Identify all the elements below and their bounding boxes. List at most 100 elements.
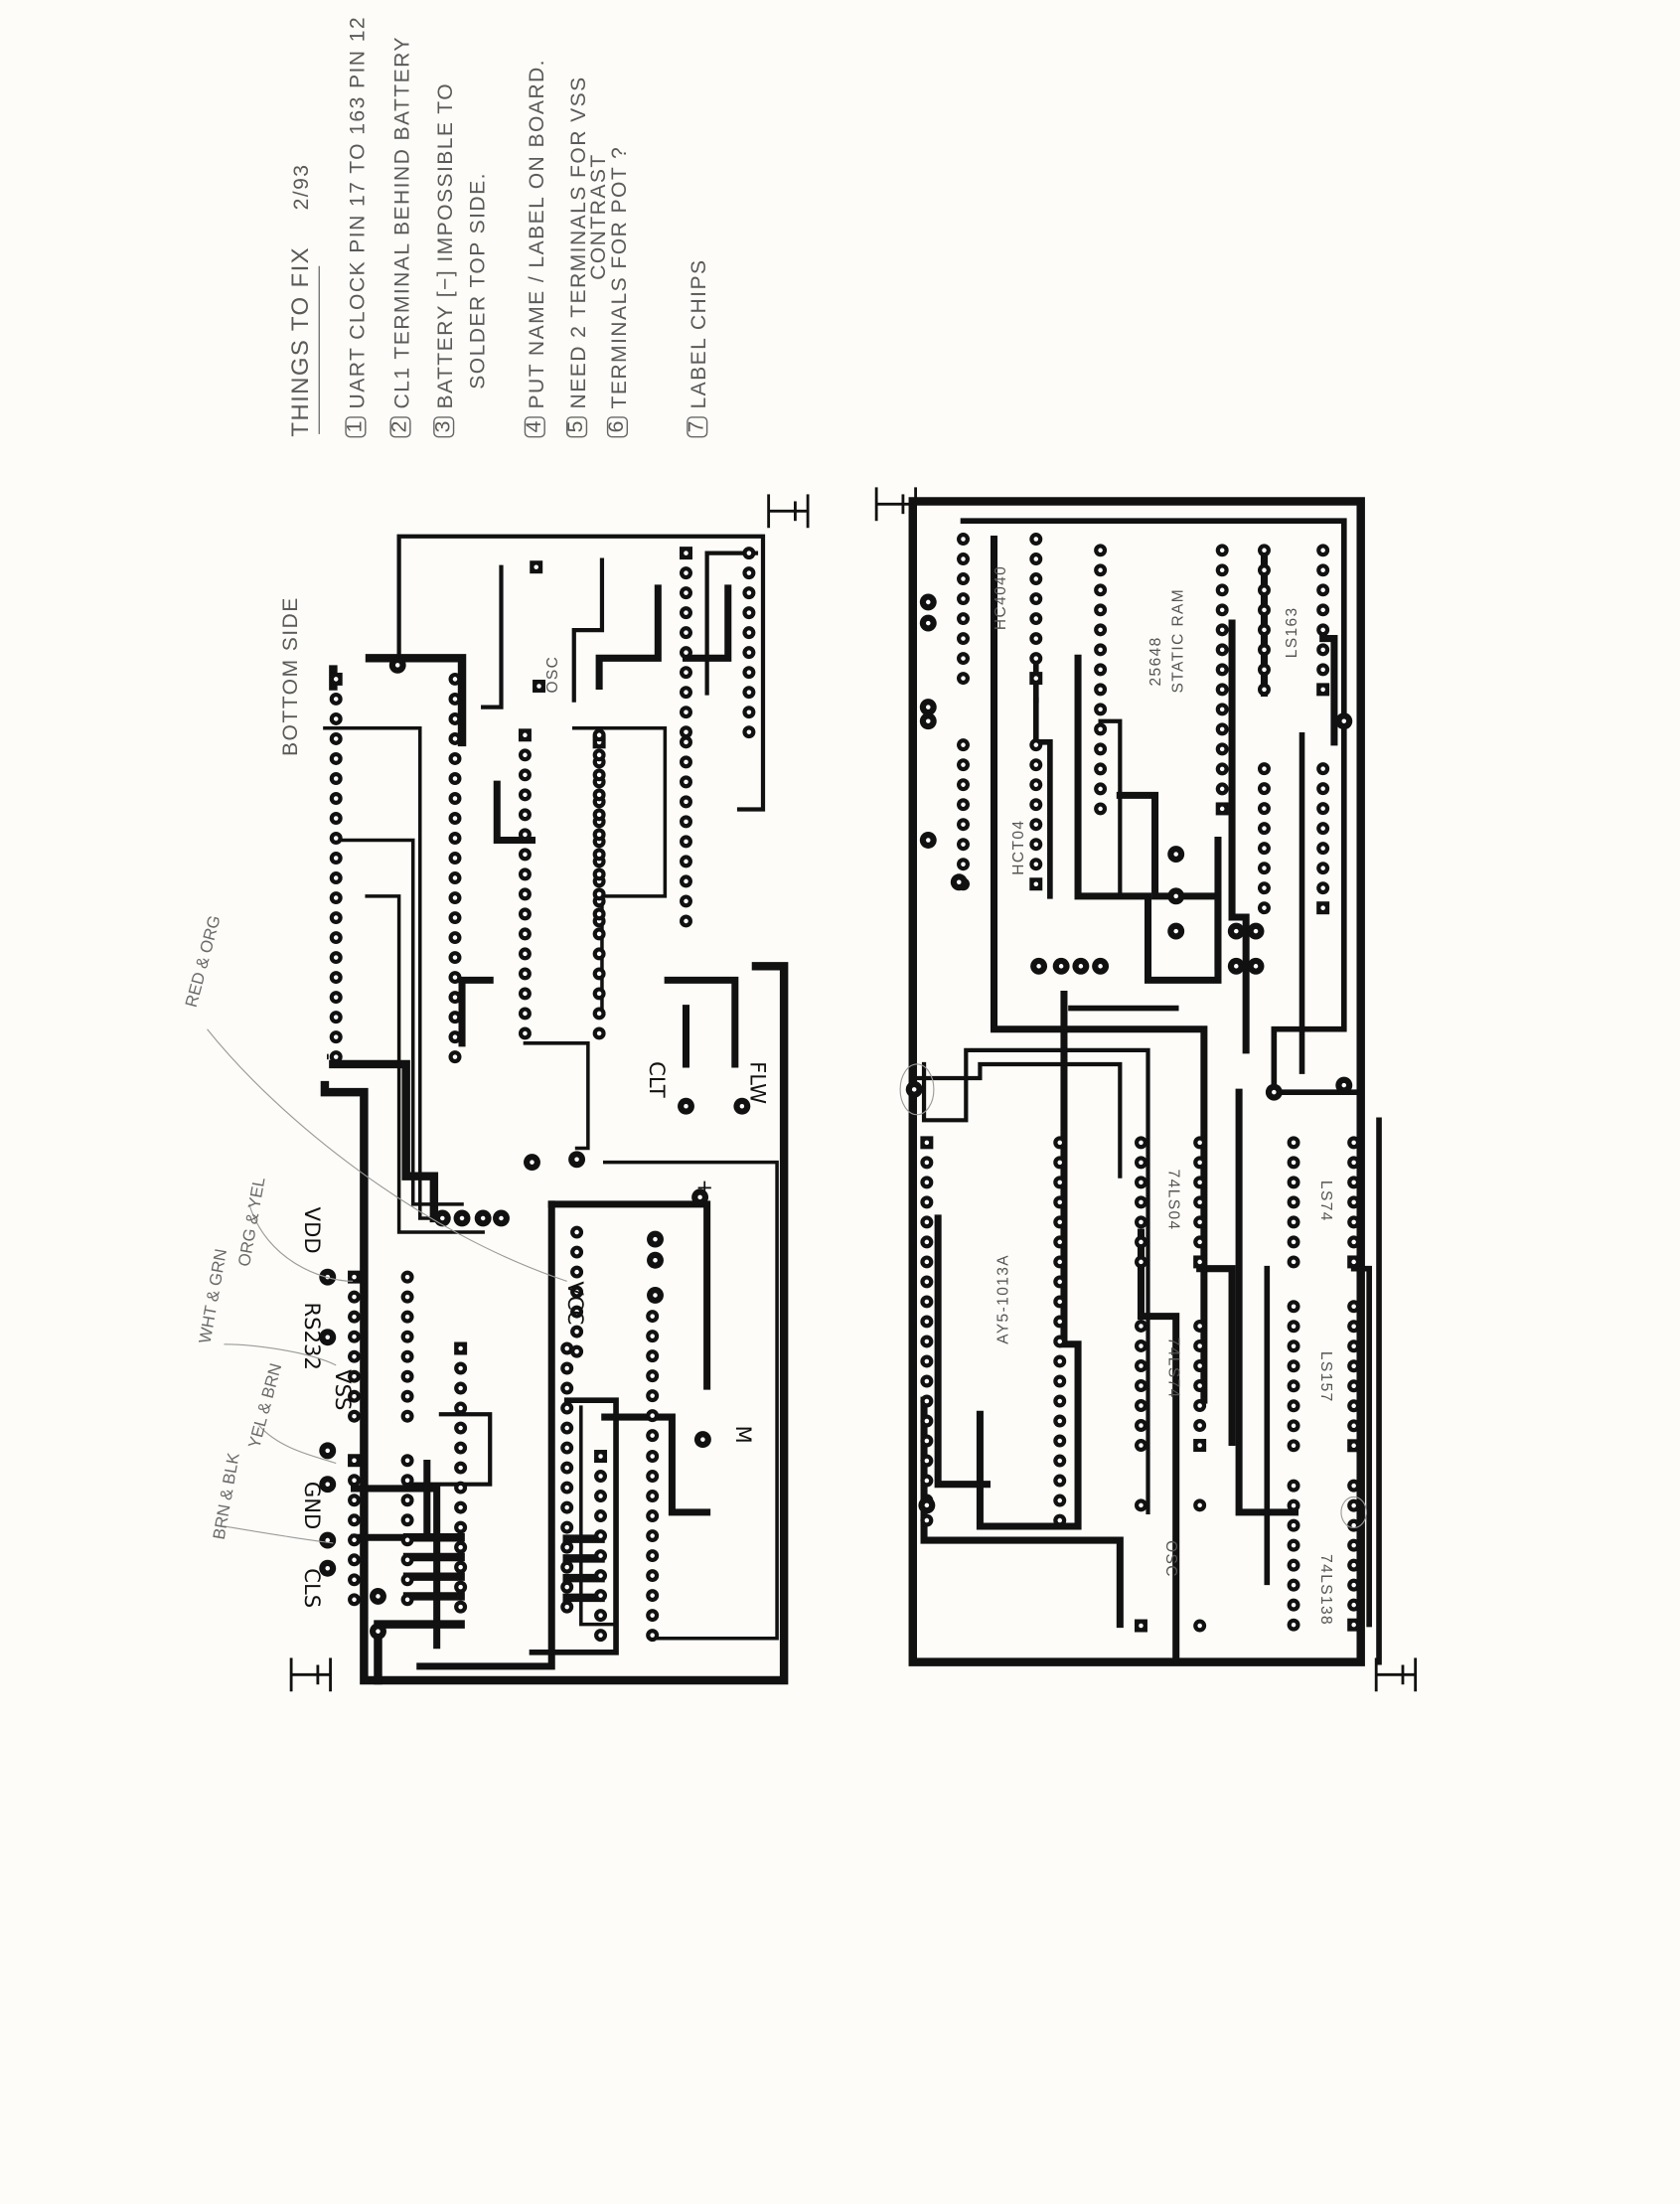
pad-hole	[1262, 846, 1267, 851]
pad-hole	[1262, 826, 1267, 831]
pad-hole	[1098, 567, 1103, 573]
pad-hole	[1057, 1180, 1062, 1185]
pad-hole	[1139, 1239, 1144, 1245]
pad-hole	[1057, 1517, 1062, 1523]
pad-hole	[523, 991, 528, 997]
pad-hole	[1139, 1219, 1144, 1225]
note-item-text: UART CLOCK PIN 17 TO 163 PIN 12	[346, 16, 369, 409]
pad-hole	[1219, 667, 1225, 673]
copper-trace	[603, 1160, 779, 1641]
pad-hole	[1033, 822, 1039, 827]
board-side-label: BOTTOM SIDE	[279, 596, 302, 756]
pad-hole	[1262, 885, 1267, 890]
note-item-number: 5	[564, 419, 587, 432]
pad-hole	[1291, 1304, 1297, 1309]
pad-hole	[598, 1533, 603, 1538]
pad-hole	[333, 995, 339, 1000]
pad-hole	[961, 576, 966, 581]
pad-hole	[1320, 885, 1325, 890]
pad-hole	[1351, 1582, 1356, 1588]
pad-hole	[458, 1584, 463, 1590]
note-item-3: 3 BATTERY [−] IMPOSSIBLE TO SOLDER TOP S…	[431, 82, 490, 438]
pad-hole	[452, 935, 458, 940]
copper-trace	[960, 518, 1364, 1095]
pad-hole	[1234, 964, 1239, 969]
pad-hole	[650, 1553, 655, 1558]
pad-hole	[1098, 766, 1103, 772]
copper-trace	[920, 1396, 1124, 1629]
pad-hole	[458, 1524, 463, 1530]
pad-hole	[1262, 806, 1267, 811]
pad-hole	[1219, 567, 1225, 573]
pad-hole	[1351, 1324, 1356, 1330]
pad-hole	[650, 1533, 655, 1538]
pad-hole	[1320, 766, 1325, 771]
copper-trace	[571, 557, 605, 703]
pad-hole	[1139, 1423, 1144, 1428]
pad-hole	[1351, 1522, 1356, 1528]
pad-hole	[961, 676, 966, 681]
note-item-2: 2 CL1 TERMINAL BEHIND BATTERY	[388, 36, 413, 438]
pad-hole	[1139, 1140, 1144, 1146]
pad-hole	[1262, 766, 1267, 771]
pad-hole	[404, 1517, 410, 1523]
chip-label-74ls04: 74LS04	[1165, 1170, 1182, 1231]
copper-trace	[914, 1061, 1123, 1179]
pad-hole	[746, 551, 752, 555]
pad-hole	[1320, 786, 1325, 791]
note-item-7: 7 LABEL CHIPS	[685, 259, 710, 438]
pad-hole	[684, 690, 688, 695]
wire-note-red-org: RED & ORG	[182, 913, 225, 1009]
pad-hole	[1219, 726, 1225, 732]
pad-hole	[1197, 1180, 1202, 1185]
pad-hole	[961, 537, 966, 542]
pad-hole	[596, 852, 602, 858]
pad-hole	[352, 1517, 357, 1523]
pad-hole	[1033, 762, 1039, 767]
pad-hole	[404, 1353, 410, 1359]
pad-hole	[1197, 1623, 1202, 1629]
pad-hole	[650, 1433, 655, 1438]
pad-hole	[458, 1365, 463, 1371]
pad-hole	[650, 1513, 655, 1518]
copper-trace	[572, 725, 668, 1011]
pad-hole	[1139, 1623, 1144, 1629]
pad-hole	[376, 1594, 381, 1599]
pad-hole	[325, 1335, 331, 1339]
pad-hole	[523, 971, 528, 977]
pad-hole	[1320, 667, 1325, 673]
note-item-text: PUT NAME / LABEL ON BOARD.	[526, 59, 548, 408]
component-side-board: HC4040 HCT04 25648 STATIC RAM LS163 AY5-…	[899, 497, 1382, 1666]
pad-hole	[684, 918, 688, 924]
pad-hole	[926, 705, 931, 709]
pad-hole	[404, 1413, 410, 1419]
pad-hole	[1291, 1522, 1297, 1528]
pad-hole	[452, 915, 458, 920]
pad-hole	[1291, 1383, 1297, 1389]
pad-hole	[1291, 1502, 1297, 1508]
copper-trace	[579, 1405, 618, 1627]
pad-hole	[333, 875, 339, 880]
pad-hole	[650, 1474, 655, 1479]
pad-hole	[924, 1160, 930, 1166]
copper-trace	[1032, 697, 1053, 899]
pad-hole	[458, 1405, 463, 1411]
pad-hole	[1291, 1443, 1297, 1449]
pad-hole	[598, 1593, 603, 1598]
copper-trace	[374, 1620, 465, 1685]
pad-hole	[333, 796, 339, 801]
pad-hole	[1291, 1622, 1297, 1628]
pad-hole	[1033, 862, 1039, 866]
pad-hole	[961, 556, 966, 561]
pad-hole	[746, 709, 752, 714]
note-item-6: 6 TERMINALS FOR POT ? CONTRAST	[587, 146, 631, 438]
pad-hole	[1262, 627, 1267, 633]
bottom-side-board: BOTTOM SIDE OSC CLT FLW VCC + - M VDD RS…	[182, 534, 789, 1685]
pad-hole	[1351, 1502, 1356, 1508]
pad-hole	[564, 1564, 569, 1570]
pad-hole	[452, 975, 458, 980]
note-item-number: 4	[523, 419, 545, 432]
pad-hole	[1351, 1622, 1356, 1628]
pad-hole	[1173, 928, 1178, 934]
pad-hole	[536, 684, 541, 689]
